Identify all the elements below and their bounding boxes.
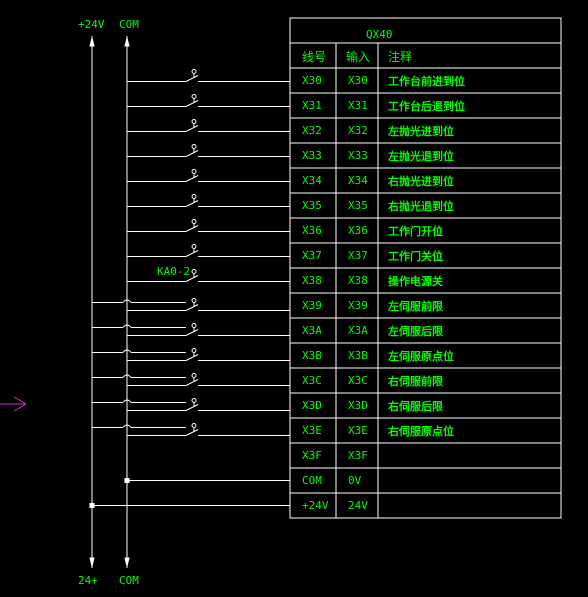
- comment-cell: 右抛光进到位: [388, 174, 454, 188]
- wire-number-cell: X32: [302, 123, 322, 137]
- input-cell: X32: [348, 123, 368, 137]
- bus-label-24plus-bottom: 24+: [78, 574, 98, 587]
- comment-cell: 工作门开位: [388, 224, 443, 238]
- limit-switch-contact: [127, 119, 290, 132]
- input-cell: X3B: [348, 348, 368, 362]
- wire-number-cell: X3E: [302, 423, 322, 437]
- bus-label-com-top: COM: [119, 18, 139, 31]
- comment-cell: 操作电源关: [388, 274, 443, 288]
- limit-switch-contact: [127, 244, 290, 257]
- limit-switch-contact: [92, 423, 290, 436]
- comment-cell: 工作台前进到位: [388, 74, 465, 88]
- wire-number-cell: X30: [302, 73, 322, 87]
- comment-cell: 右伺服前限: [388, 374, 443, 388]
- limit-switch-contact: [127, 169, 290, 182]
- comment-cell: 左伺服前限: [388, 299, 443, 313]
- comment-cell: 左伺服原点位: [388, 349, 454, 363]
- input-cell: 24V: [348, 498, 368, 512]
- comment-cell: 左抛光进到位: [388, 124, 454, 138]
- header-wire-number: 线号: [302, 50, 327, 64]
- input-cell: X37: [348, 248, 368, 262]
- limit-switch-contact: [92, 398, 290, 411]
- input-cell: X3D: [348, 398, 368, 412]
- input-cell: X3F: [348, 448, 368, 462]
- comment-cell: 右伺服原点位: [388, 424, 454, 438]
- input-cell: X36: [348, 223, 368, 237]
- wire-number-cell: X34: [302, 173, 322, 187]
- input-cell: X38: [348, 273, 368, 287]
- wire-number-cell: X3D: [302, 398, 322, 412]
- limit-switch-contact: [127, 94, 290, 107]
- comment-cell: 右伺服后限: [388, 399, 443, 413]
- limit-switch-contact: [127, 219, 290, 232]
- bus-label-plus24v-top: +24V: [78, 18, 105, 31]
- comment-cell: 左抛光退到位: [388, 149, 454, 163]
- wire-number-cell: +24V: [302, 498, 329, 512]
- header-input: 输入: [346, 50, 371, 64]
- wire-number-cell: X3B: [302, 348, 322, 362]
- wire-number-cell: X33: [302, 148, 322, 162]
- wire-number-cell: X38: [302, 273, 322, 287]
- limit-switch-contact: [127, 194, 290, 207]
- limit-switch-contact: [92, 298, 290, 311]
- input-cell: X33: [348, 148, 368, 162]
- input-cell: X39: [348, 298, 368, 312]
- input-cell: X3E: [348, 423, 368, 437]
- input-cell: X35: [348, 198, 368, 212]
- wire-number-cell: X31: [302, 98, 322, 112]
- wire-number-cell: X36: [302, 223, 322, 237]
- header-comment: 注释: [388, 50, 413, 64]
- limit-switch-contact: [92, 348, 290, 361]
- input-cell: X34: [348, 173, 368, 187]
- comment-cell: 左伺服后限: [388, 324, 443, 338]
- pointer-arrow-icon: [0, 396, 27, 412]
- input-cell: X30: [348, 73, 368, 87]
- wire-number-cell: COM: [302, 473, 322, 487]
- limit-switch-contact: [127, 69, 290, 82]
- wire-number-cell: X39: [302, 298, 322, 312]
- input-cell: X3A: [348, 323, 368, 337]
- wire-number-cell: X37: [302, 248, 322, 262]
- wire-number-cell: X3C: [302, 373, 322, 387]
- comment-cell: 右抛光退到位: [388, 199, 454, 213]
- limit-switch-contact: [127, 269, 290, 282]
- relay-contact-label: KA0-2: [157, 265, 191, 278]
- input-cell: X31: [348, 98, 368, 112]
- comment-cell: 工作门关位: [388, 249, 443, 263]
- io-table-title: QX40: [366, 28, 393, 41]
- wire-number-cell: X35: [302, 198, 322, 212]
- bus-label-com-bottom: COM: [119, 574, 139, 587]
- limit-switch-contact: [92, 373, 290, 386]
- limit-switch-contact: [127, 144, 290, 157]
- input-cell: X3C: [348, 373, 368, 387]
- wire-number-cell: X3F: [302, 448, 322, 462]
- input-cell: 0V: [348, 473, 362, 487]
- wire-number-cell: X3A: [302, 323, 322, 337]
- limit-switch-contact: [92, 323, 290, 336]
- comment-cell: 工作台后退到位: [388, 99, 465, 113]
